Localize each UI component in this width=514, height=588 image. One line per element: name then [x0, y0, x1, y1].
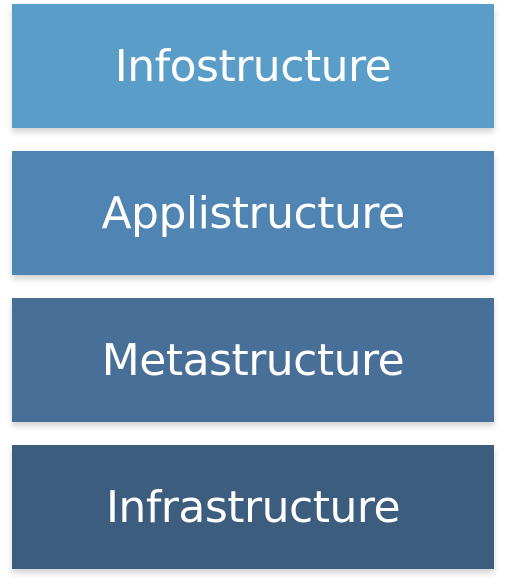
layer-infostructure: Infostructure	[12, 4, 494, 128]
layer-label: Applistructure	[101, 187, 405, 239]
layer-label: Metastructure	[101, 334, 405, 386]
layer-infrastructure: Infrastructure	[12, 445, 494, 569]
layer-metastructure: Metastructure	[12, 298, 494, 422]
layer-applistructure: Applistructure	[12, 151, 494, 275]
layer-label: Infrastructure	[105, 481, 401, 533]
layer-label: Infostructure	[114, 40, 392, 92]
